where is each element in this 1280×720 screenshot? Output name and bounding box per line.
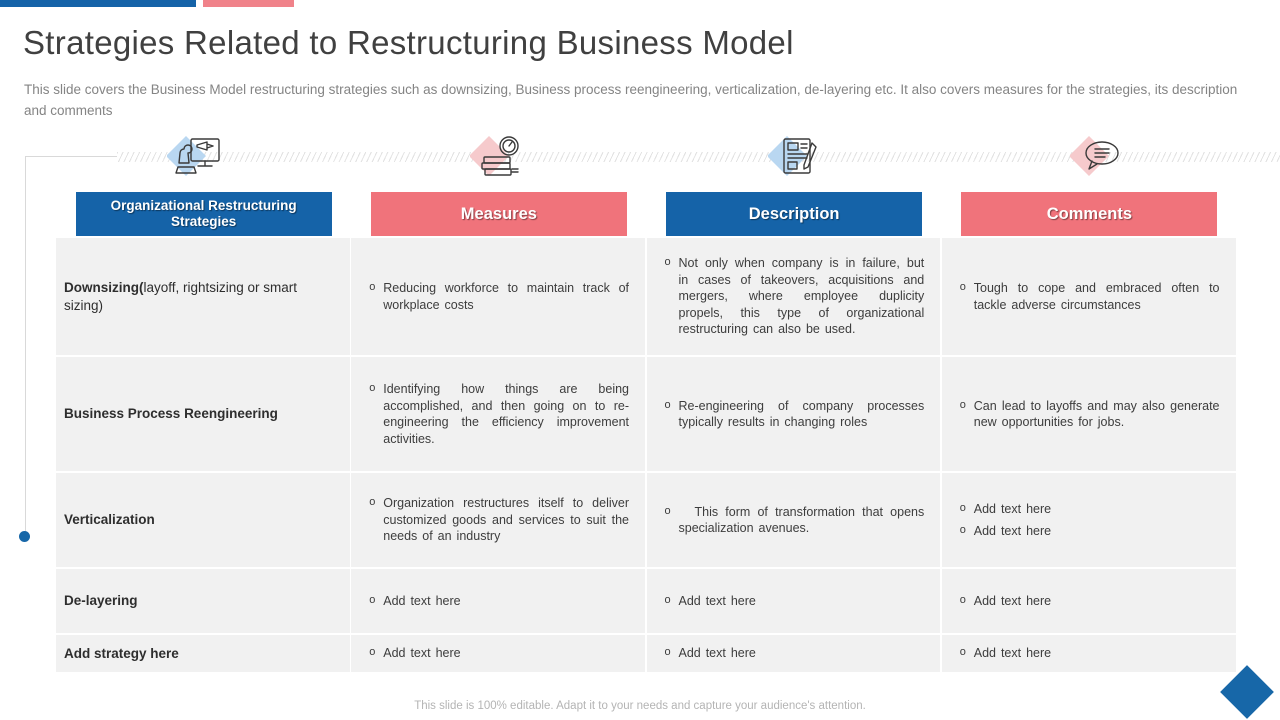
bullet-marker: o <box>664 504 671 517</box>
comments-bubble-icon <box>1070 131 1130 183</box>
bullet-text: Add text here <box>678 593 756 608</box>
description-news-icon <box>768 131 828 183</box>
strategy-label: Verticalization <box>64 512 155 528</box>
bullet-item: o Add text here <box>952 523 1224 540</box>
table-body: Downsizing(layoff, rightsizing or smart … <box>56 238 1237 672</box>
strategy-cell: Add strategy here <box>56 635 350 672</box>
bullet-marker: o <box>664 593 671 606</box>
connector-dot <box>19 531 30 542</box>
bullet-text: Add text here <box>383 646 461 661</box>
column-header-description: Description <box>666 192 923 236</box>
bullet-item: o Organization restructures itself to del… <box>361 495 633 545</box>
bullet-item: o Can lead to layoffs and may also genera… <box>952 398 1224 431</box>
bullet-marker: o <box>369 382 376 394</box>
bullet-item: o Add text here <box>361 645 633 662</box>
column-header-comments: Comments <box>961 192 1218 236</box>
strategy-label: Downsizing(layoff, rightsizing or smart … <box>64 279 298 313</box>
bullet-text: Add text here <box>973 524 1052 538</box>
bullet-marker: o <box>959 524 966 536</box>
footer-note: This slide is 100% editable. Adapt it to… <box>414 700 866 712</box>
description-cell: o Add text here <box>646 635 941 672</box>
measures-cell: o Add text here <box>351 569 645 633</box>
bullet-marker: o <box>664 256 671 269</box>
bullet-marker: o <box>664 646 671 659</box>
measures-cell: o Identifying how things are being accomp… <box>351 357 645 471</box>
strategy-label: Business Process Reengineering <box>64 406 278 422</box>
table-header-row: Organizational Restructuring Strategies … <box>56 192 1237 236</box>
bullet-text: Tough to cope and embraced often to tack… <box>973 281 1220 312</box>
top-accent-bar-pink <box>203 0 294 7</box>
connector-line-horizontal <box>25 156 117 157</box>
bullet-marker: o <box>369 496 376 509</box>
page-subtitle: This slide covers the Business Model res… <box>24 82 1238 118</box>
bullet-marker: o <box>664 398 671 411</box>
bullet-item: o Add text here <box>361 593 633 610</box>
strategy-cell: Downsizing(layoff, rightsizing or smart … <box>56 238 350 355</box>
strategy-table: Organizational Restructuring Strategies … <box>56 192 1237 672</box>
strategy-cell: Business Process Reengineering <box>56 357 350 471</box>
bullet-text: Add text here <box>383 593 461 608</box>
table-row: Verticalization o Organization restructure… <box>56 473 1237 567</box>
table-row: Downsizing(layoff, rightsizing or smart … <box>56 238 1237 355</box>
comments-cell: o Tough to cope and embraced often to tac… <box>941 238 1236 355</box>
bullet-item: o This form of transformation that opens … <box>657 504 929 537</box>
bullet-text: Reducing workforce to maintain track of … <box>383 281 629 312</box>
description-cell: o This form of transformation that opens … <box>646 473 941 567</box>
bullet-text: Re-engineering of company processes typi… <box>678 398 925 430</box>
column-header-strategies: Organizational Restructuring Strategies <box>75 192 332 236</box>
connector-line-hatched <box>117 152 1280 162</box>
strategy-chess-icon <box>167 131 227 183</box>
bullet-marker: o <box>959 398 966 411</box>
bullet-item: o Reducing workforce to maintain track of… <box>361 280 633 313</box>
bullet-text: Not only when company is in failure, but… <box>678 256 925 337</box>
measures-cell: o Organization restructures itself to del… <box>351 473 645 567</box>
bullet-item: o Tough to cope and embraced often to tac… <box>952 280 1224 313</box>
bullet-item: o Add text here <box>657 593 929 610</box>
bullet-text: Add text here <box>973 593 1052 608</box>
top-accent-bar-blue <box>0 0 196 7</box>
description-cell: o Not only when company is in failure, bu… <box>646 238 941 355</box>
connector-line-vertical <box>25 157 26 533</box>
strategy-label: De-layering <box>64 593 138 609</box>
measures-cell: o Reducing workforce to maintain track of… <box>351 238 645 355</box>
bullet-marker: o <box>959 646 966 659</box>
bullet-text: This form of transformation that opens s… <box>678 504 925 536</box>
comments-cell: o Add text here <box>941 635 1236 672</box>
strategy-cell: De-layering <box>56 569 350 633</box>
page-title: Strategies Related to Restructuring Busi… <box>23 24 794 61</box>
bullet-text: Add text here <box>973 646 1052 661</box>
bullet-item: o Add text here <box>952 501 1224 518</box>
table-row: Add strategy here o Add text here o Add text… <box>56 635 1237 672</box>
bullet-item: o Add text here <box>952 645 1224 662</box>
strategy-label: Add strategy here <box>64 645 179 661</box>
bullet-marker: o <box>959 501 966 514</box>
comments-cell: o Can lead to layoffs and may also genera… <box>941 357 1236 471</box>
bullet-marker: o <box>369 646 376 659</box>
bullet-item: o Identifying how things are being accomp… <box>361 381 633 447</box>
bullet-text: Add text here <box>678 646 756 661</box>
bullet-item: o Re-engineering of company processes typ… <box>657 398 929 431</box>
bullet-text: Identifying how things are being accompl… <box>383 382 629 446</box>
bullet-text: Add text here <box>973 501 1052 516</box>
bullet-marker: o <box>369 593 376 606</box>
measures-gauge-icon <box>470 131 530 183</box>
description-cell: o Add text here <box>646 569 941 633</box>
strategy-cell: Verticalization <box>56 473 350 567</box>
comments-cell: o Add text here <box>941 569 1236 633</box>
bullet-item: o Not only when company is in failure, bu… <box>657 255 929 338</box>
bullet-item: o Add text here <box>657 645 929 662</box>
bullet-item: o Add text here <box>952 593 1224 610</box>
bullet-marker: o <box>959 593 966 606</box>
table-row: Business Process Reengineering o Identifyi… <box>56 357 1237 471</box>
bullet-text: Organization restructures itself to deli… <box>383 496 629 544</box>
measures-cell: o Add text here <box>351 635 645 672</box>
bullet-marker: o <box>959 281 966 293</box>
description-cell: o Re-engineering of company processes typ… <box>646 357 941 471</box>
bullet-marker: o <box>369 281 376 293</box>
bullet-text: Can lead to layoffs and may also generat… <box>973 398 1220 430</box>
column-header-measures: Measures <box>370 192 627 236</box>
